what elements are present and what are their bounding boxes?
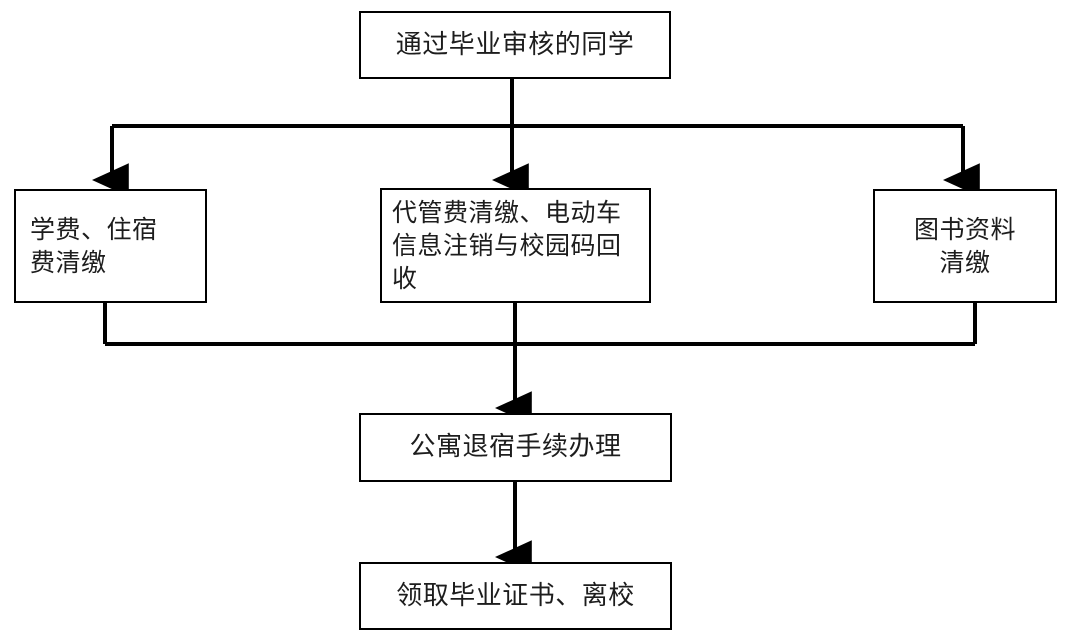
edge-review-bus — [112, 79, 963, 128]
node-tuition-dorm-fee[interactable]: 学费、住宿 费清缴 — [14, 189, 207, 303]
node-graduation-review-label: 通过毕业审核的同学 — [395, 29, 635, 60]
node-custody-fee-ev[interactable]: 代管费清缴、电动车 信息注销与校园码回 收 — [380, 188, 651, 303]
node-dorm-checkout[interactable]: 公寓退宿手续办理 — [359, 413, 672, 482]
node-library-materials[interactable]: 图书资料 清缴 — [873, 189, 1057, 303]
node-custody-fee-ev-label: 代管费清缴、电动车 信息注销与校园码回 收 — [392, 198, 622, 293]
node-receive-diploma[interactable]: 领取毕业证书、离校 — [359, 562, 672, 630]
edge-merge-bus — [103, 303, 977, 346]
node-library-materials-label: 图书资料 清缴 — [913, 215, 1016, 277]
node-receive-diploma-label: 领取毕业证书、离校 — [396, 580, 635, 611]
node-graduation-review[interactable]: 通过毕业审核的同学 — [359, 11, 671, 79]
node-dorm-checkout-label: 公寓退宿手续办理 — [409, 432, 622, 463]
node-tuition-dorm-fee-label: 学费、住宿 费清缴 — [30, 215, 158, 277]
